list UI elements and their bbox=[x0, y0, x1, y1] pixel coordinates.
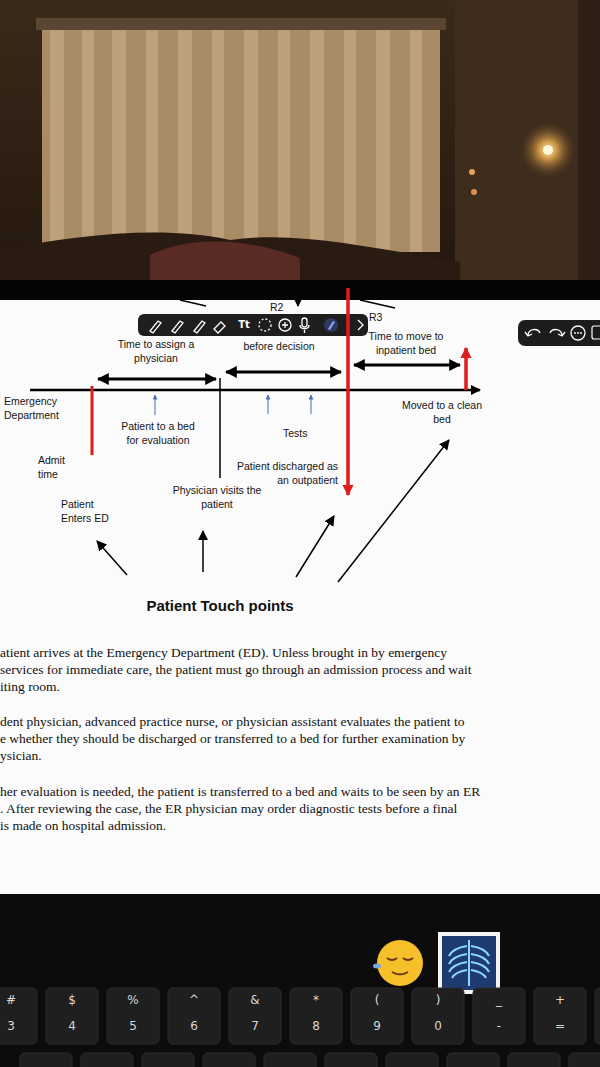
key-legend: ( bbox=[367, 993, 387, 1008]
interval-label: Time to assign a physician bbox=[110, 338, 202, 365]
key-legend: ^ bbox=[184, 993, 204, 1008]
event-label: Patient Enters ED bbox=[61, 498, 119, 525]
figure-title: Patient Touch points bbox=[110, 597, 330, 615]
key-legend: & bbox=[245, 993, 265, 1008]
event-label: Admit time bbox=[38, 454, 76, 481]
body-text-line: e whether they should be discharged or t… bbox=[0, 730, 465, 747]
key-legend: 7 bbox=[245, 1019, 265, 1034]
interval-label: before decision bbox=[233, 340, 325, 354]
key-legend: _ bbox=[489, 993, 509, 1008]
event-label: Patient discharged as an outpatient bbox=[226, 460, 338, 487]
toolbar-icon: Tt bbox=[235, 318, 253, 332]
event-label: Moved to a clean bed bbox=[396, 399, 488, 426]
interval-label: Time to move to inpatient bed bbox=[362, 330, 450, 357]
key-legend: 4 bbox=[62, 1019, 82, 1034]
body-text-line: iting room. bbox=[0, 678, 60, 695]
key-legend: % bbox=[123, 993, 143, 1008]
timeline-label: Emergency Department bbox=[4, 395, 74, 422]
body-text-line: services for immediate care, the patient… bbox=[0, 661, 472, 678]
key-legend: 6 bbox=[184, 1019, 204, 1034]
body-text-line: . After reviewing the case, the ER physi… bbox=[0, 800, 457, 817]
body-text-line: atient arrives at the Emergency Departme… bbox=[0, 644, 447, 661]
key-legend: - bbox=[489, 1019, 509, 1034]
key-legend: * bbox=[306, 993, 326, 1008]
key-legend: = bbox=[550, 1019, 570, 1034]
body-text-line: is made on hospital admission. bbox=[0, 817, 166, 834]
event-label: Tests bbox=[283, 427, 313, 441]
event-label: Patient to a bed for evaluation bbox=[114, 420, 202, 447]
event-label: Physician visits the patient bbox=[172, 484, 262, 511]
key-legend: 5 bbox=[123, 1019, 143, 1034]
body-text-line: dent physician, advanced practice nurse,… bbox=[0, 713, 464, 730]
callout-number: R3 bbox=[369, 311, 389, 325]
key-legend: # bbox=[1, 993, 21, 1008]
key-legend: 9 bbox=[367, 1019, 387, 1034]
body-text-line: ysician. bbox=[0, 747, 42, 764]
key-legend: 8 bbox=[306, 1019, 326, 1034]
key-legend: 3 bbox=[1, 1019, 21, 1034]
key-legend: ) bbox=[428, 993, 448, 1008]
key-legend: 0 bbox=[428, 1019, 448, 1034]
key-legend: $ bbox=[62, 993, 82, 1008]
callout-number: R2 bbox=[270, 301, 290, 315]
key-legend: + bbox=[550, 993, 570, 1008]
body-text-line: her evaluation is needed, the patient is… bbox=[0, 783, 480, 800]
